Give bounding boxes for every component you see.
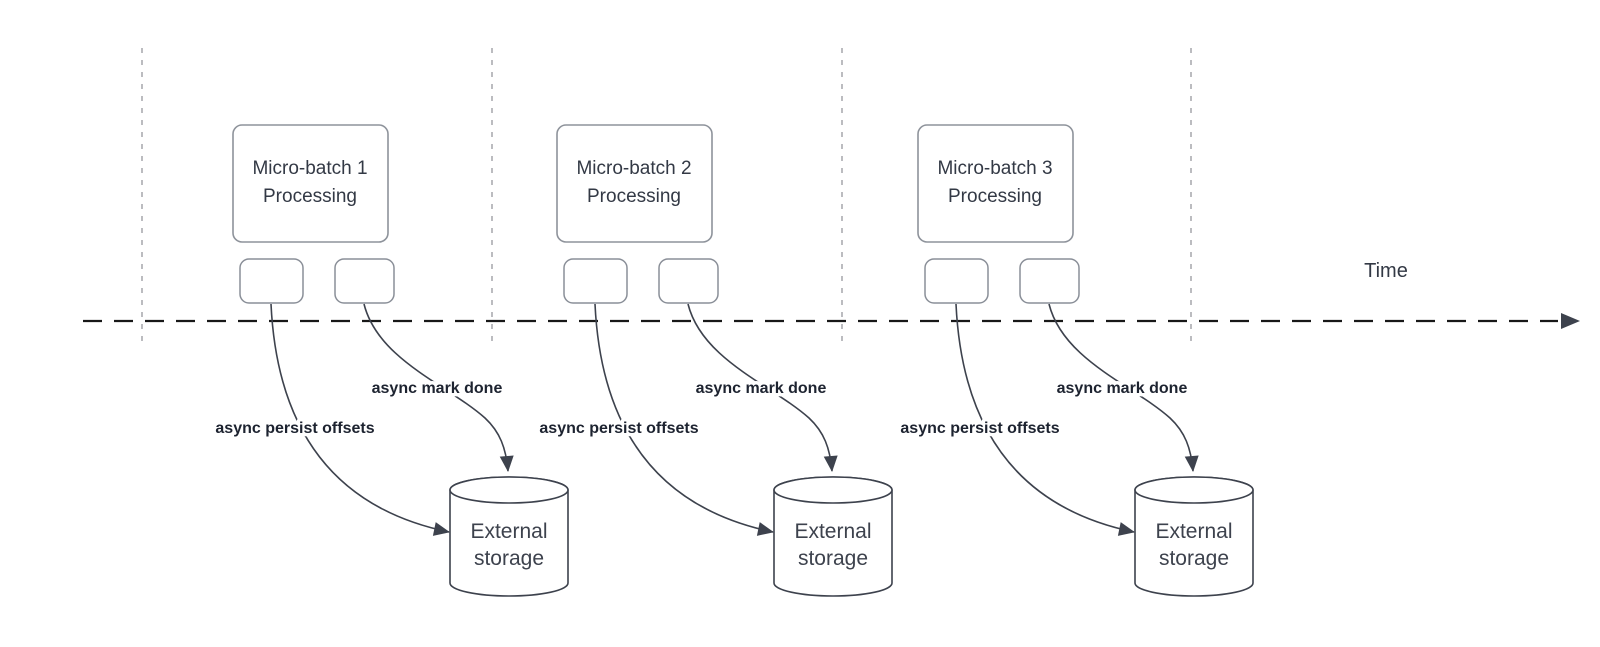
batch-2-small-box-left bbox=[563, 258, 628, 304]
batch-2-mark-done-arrow bbox=[687, 303, 838, 472]
batch-3-mark-done-label: async mark done bbox=[1057, 380, 1188, 397]
batch-3-title-line2: Processing bbox=[948, 186, 1042, 207]
batch-1-external-storage-cylinder-top bbox=[449, 476, 569, 504]
batch-1-persist-offsets-label: async persist offsets bbox=[215, 420, 374, 437]
batch-3-storage-line1: External bbox=[1155, 520, 1232, 543]
time-axis-label: Time bbox=[1364, 260, 1408, 282]
batch-2-mark-done-label: async mark done bbox=[696, 380, 827, 397]
batch-2-processing-box bbox=[556, 124, 713, 243]
batch-1-small-box-left bbox=[239, 258, 304, 304]
batch-1-title-line2: Processing bbox=[263, 186, 357, 207]
batch-1-storage-line1: External bbox=[470, 520, 547, 543]
batch-3-persist-offsets-label: async persist offsets bbox=[900, 420, 1059, 437]
batch-3-persist-offsets-arrow bbox=[955, 303, 1135, 536]
batch-2-title-line2: Processing bbox=[587, 186, 681, 207]
batch-1-mark-done-label: async mark done bbox=[372, 380, 503, 397]
batch-2-small-box-right bbox=[658, 258, 719, 304]
batch-3-title-line1: Micro-batch 3 bbox=[937, 158, 1052, 179]
batch-2-storage-line1: External bbox=[794, 520, 871, 543]
batch-1-storage-line2: storage bbox=[474, 547, 544, 570]
batch-2-title-line1: Micro-batch 2 bbox=[576, 158, 691, 179]
batch-3-mark-done-arrow bbox=[1048, 303, 1199, 472]
time-axis-arrowhead-icon bbox=[1561, 313, 1580, 329]
batch-3-group: Micro-batch 3 Processing async persist o… bbox=[897, 124, 1254, 597]
batch-3-small-box-right bbox=[1019, 258, 1080, 304]
batch-1-processing-box bbox=[232, 124, 389, 243]
batch-1-mark-done-arrow bbox=[363, 303, 514, 472]
batch-1-title-line1: Micro-batch 1 bbox=[252, 158, 367, 179]
batch-1-persist-offsets-arrow bbox=[270, 303, 450, 536]
batch-3-storage-line2: storage bbox=[1159, 547, 1229, 570]
batch-1-small-box-right bbox=[334, 258, 395, 304]
batch-2-persist-offsets-arrow bbox=[594, 303, 774, 536]
batch-2-persist-offsets-label: async persist offsets bbox=[539, 420, 698, 437]
batch-2-storage-line2: storage bbox=[798, 547, 868, 570]
batch-2-external-storage-cylinder-top bbox=[773, 476, 893, 504]
batch-3-external-storage-cylinder-top bbox=[1134, 476, 1254, 504]
batch-1-group: Micro-batch 1 Processing async persist o… bbox=[212, 124, 569, 597]
batch-3-processing-box bbox=[917, 124, 1074, 243]
batch-2-group: Micro-batch 2 Processing async persist o… bbox=[536, 124, 893, 597]
batch-3-small-box-left bbox=[924, 258, 989, 304]
